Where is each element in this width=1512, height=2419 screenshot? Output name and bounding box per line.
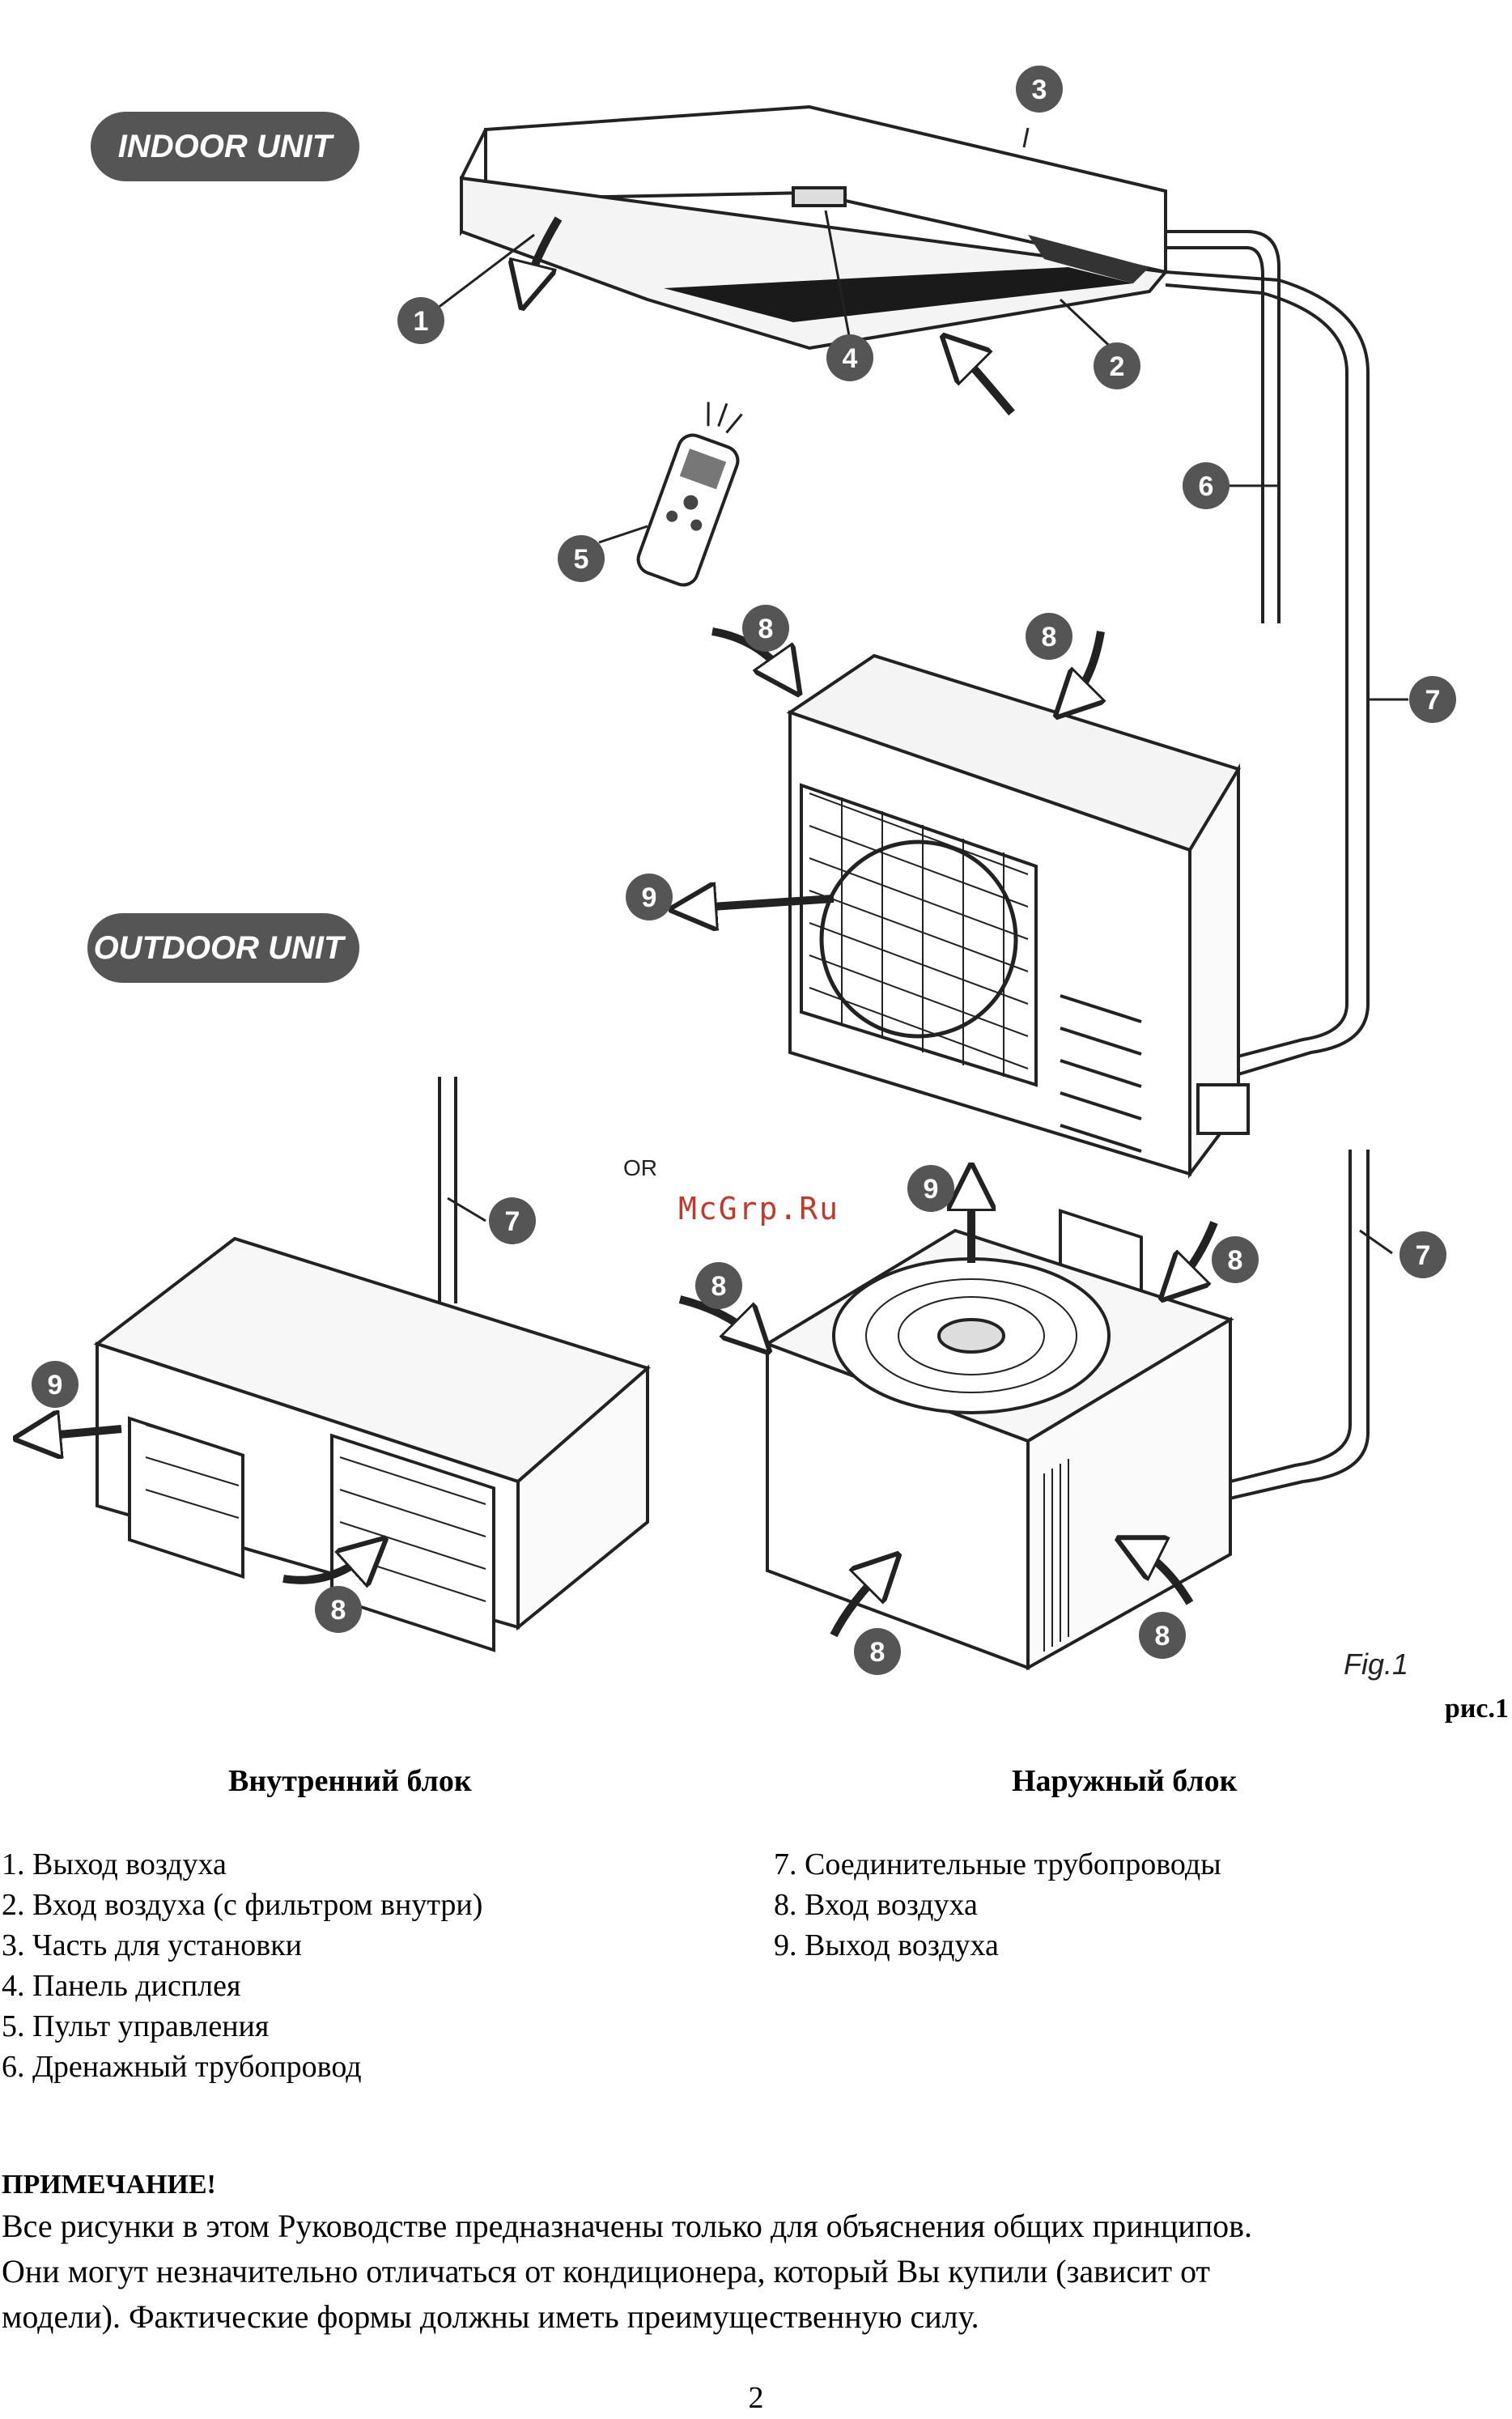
svg-text:8: 8 <box>1042 622 1057 653</box>
callout-badge-8-c: 8 <box>695 1262 742 1309</box>
list-item: 7. Соединительные трубопроводы <box>774 1847 1221 1881</box>
fig-label: Fig.1 <box>1344 1647 1408 1681</box>
indoor-parts-list: 1. Выход воздуха 2. Вход воздуха (с филь… <box>2 1844 482 2087</box>
callout-badge-8-g: 8 <box>1139 1612 1186 1659</box>
or-label: OR <box>623 1155 657 1180</box>
svg-text:7: 7 <box>1416 1240 1431 1271</box>
svg-text:6: 6 <box>1199 471 1214 502</box>
callout-badge-7-b: 7 <box>489 1197 536 1244</box>
callout-badge-7-a: 7 <box>1409 676 1456 723</box>
callout-badge-1: 1 <box>397 297 444 344</box>
outdoor-unit-horizontal-illustration <box>93 1236 651 1652</box>
callout-badge-8-b: 8 <box>1026 613 1072 660</box>
figure-caption: рис.1 <box>1444 1694 1509 1724</box>
note-text: Все рисунки в этом Руководстве предназна… <box>2 2204 1509 2340</box>
svg-text:3: 3 <box>1032 74 1047 105</box>
note-line: Они могут незначительно отличаться от ко… <box>2 2253 1211 2289</box>
outdoor-unit-label: OUTDOOR UNIT <box>87 913 359 983</box>
callout-badge-3: 3 <box>1016 66 1063 113</box>
callout-badge-2: 2 <box>1094 342 1140 389</box>
svg-text:2: 2 <box>1110 351 1125 382</box>
note-line: модели). Фактические формы должны иметь … <box>2 2298 979 2335</box>
svg-text:9: 9 <box>48 1370 63 1401</box>
list-item: 1. Выход воздуха <box>2 1847 227 1881</box>
note-title: ПРИМЕЧАНИЕ! <box>2 2170 216 2200</box>
callout-badge-9-c: 9 <box>32 1361 79 1408</box>
indoor-column-title: Внутренний блок <box>228 1764 472 1798</box>
callout-badge-9-a: 9 <box>626 874 673 920</box>
callout-badge-8-a: 8 <box>742 605 789 652</box>
list-item: 2. Вход воздуха (с фильтром внутри) <box>2 1888 483 1922</box>
svg-text:7: 7 <box>505 1206 520 1237</box>
svg-text:9: 9 <box>924 1174 939 1205</box>
callout-badge-8-f: 8 <box>854 1628 901 1675</box>
svg-text:4: 4 <box>843 343 858 374</box>
note-line: Все рисунки в этом Руководстве предназна… <box>2 2208 1253 2244</box>
outdoor-unit-top-fan-illustration <box>763 1228 1234 1671</box>
indoor-unit-illustration <box>460 104 1169 351</box>
svg-text:1: 1 <box>414 306 429 337</box>
callout-badge-9-b: 9 <box>907 1165 954 1212</box>
svg-text:8: 8 <box>331 1595 346 1626</box>
svg-text:5: 5 <box>574 544 589 575</box>
pipes <box>438 230 1370 1507</box>
svg-text:8: 8 <box>758 614 774 644</box>
svg-text:9: 9 <box>642 882 657 913</box>
outdoor-column-title: Наружный блок <box>1012 1764 1238 1798</box>
remote-control-illustration <box>636 402 743 587</box>
air-conditioner-diagram: INDOOR UNIT OUTDOOR UNIT <box>0 66 1456 1681</box>
svg-text:8: 8 <box>711 1271 727 1302</box>
list-item: 8. Вход воздуха <box>774 1888 978 1922</box>
callout-badge-4: 4 <box>826 334 873 381</box>
callout-badge-5: 5 <box>558 535 605 582</box>
list-item: 6. Дренажный трубопровод <box>2 2050 362 2084</box>
list-item: 3. Часть для установки <box>2 1928 303 1962</box>
svg-text:7: 7 <box>1425 685 1441 716</box>
outdoor-unit-label-text: OUTDOOR UNIT <box>94 930 346 966</box>
indoor-unit-label: INDOOR UNIT <box>91 112 359 181</box>
svg-text:8: 8 <box>870 1637 886 1668</box>
indoor-unit-label-text: INDOOR UNIT <box>118 129 335 164</box>
callout-badge-6: 6 <box>1183 462 1230 509</box>
outdoor-parts-list: 7. Соединительные трубопроводы 8. Вход в… <box>774 1844 1221 1966</box>
list-item: 5. Пульт управления <box>2 2009 270 2043</box>
callout-badge-8-d: 8 <box>1212 1236 1259 1283</box>
page-number: 2 <box>748 2381 764 2415</box>
outdoor-unit-wall-illustration <box>786 653 1250 1304</box>
svg-text:8: 8 <box>1155 1621 1170 1652</box>
callout-badge-8-e: 8 <box>315 1586 362 1633</box>
list-item: 4. Панель дисплея <box>2 1969 241 2003</box>
watermark: McGrp.Ru <box>678 1191 839 1227</box>
list-item: 9. Выход воздуха <box>774 1928 999 1962</box>
callout-badge-7-c: 7 <box>1399 1231 1446 1278</box>
svg-text:8: 8 <box>1228 1245 1243 1276</box>
